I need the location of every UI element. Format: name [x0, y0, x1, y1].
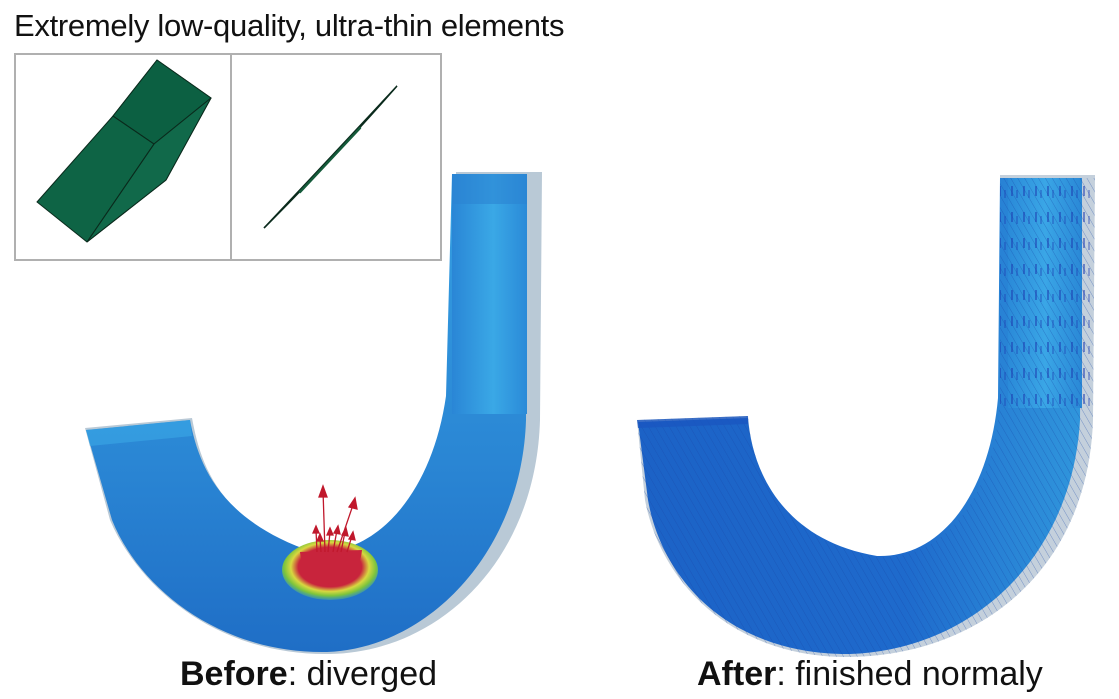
caption-before: Before: diverged: [180, 657, 437, 691]
caption-before-label: Before: [180, 655, 288, 693]
before-pipe: [85, 172, 542, 655]
element-quality-inset: [14, 53, 442, 261]
inset-panel-low-quality: [16, 55, 230, 259]
sliver-element-icon: [263, 85, 398, 229]
distorted-hexahedron-icon: [36, 59, 212, 243]
caption-after-status: : finished normaly: [776, 655, 1043, 693]
inset-panel-ultra-thin: [232, 55, 440, 259]
caption-after: After: finished normaly: [697, 657, 1043, 691]
inset-divider: [230, 55, 232, 259]
caption-before-status: : diverged: [287, 655, 438, 693]
caption-after-label: After: [697, 655, 777, 693]
flow-vector-field: [637, 178, 1095, 658]
slide-title: Extremely low-quality, ultra-thin elemen…: [14, 8, 565, 43]
divergent-vector-arrows: [312, 484, 358, 553]
after-pipe: [637, 175, 1095, 658]
